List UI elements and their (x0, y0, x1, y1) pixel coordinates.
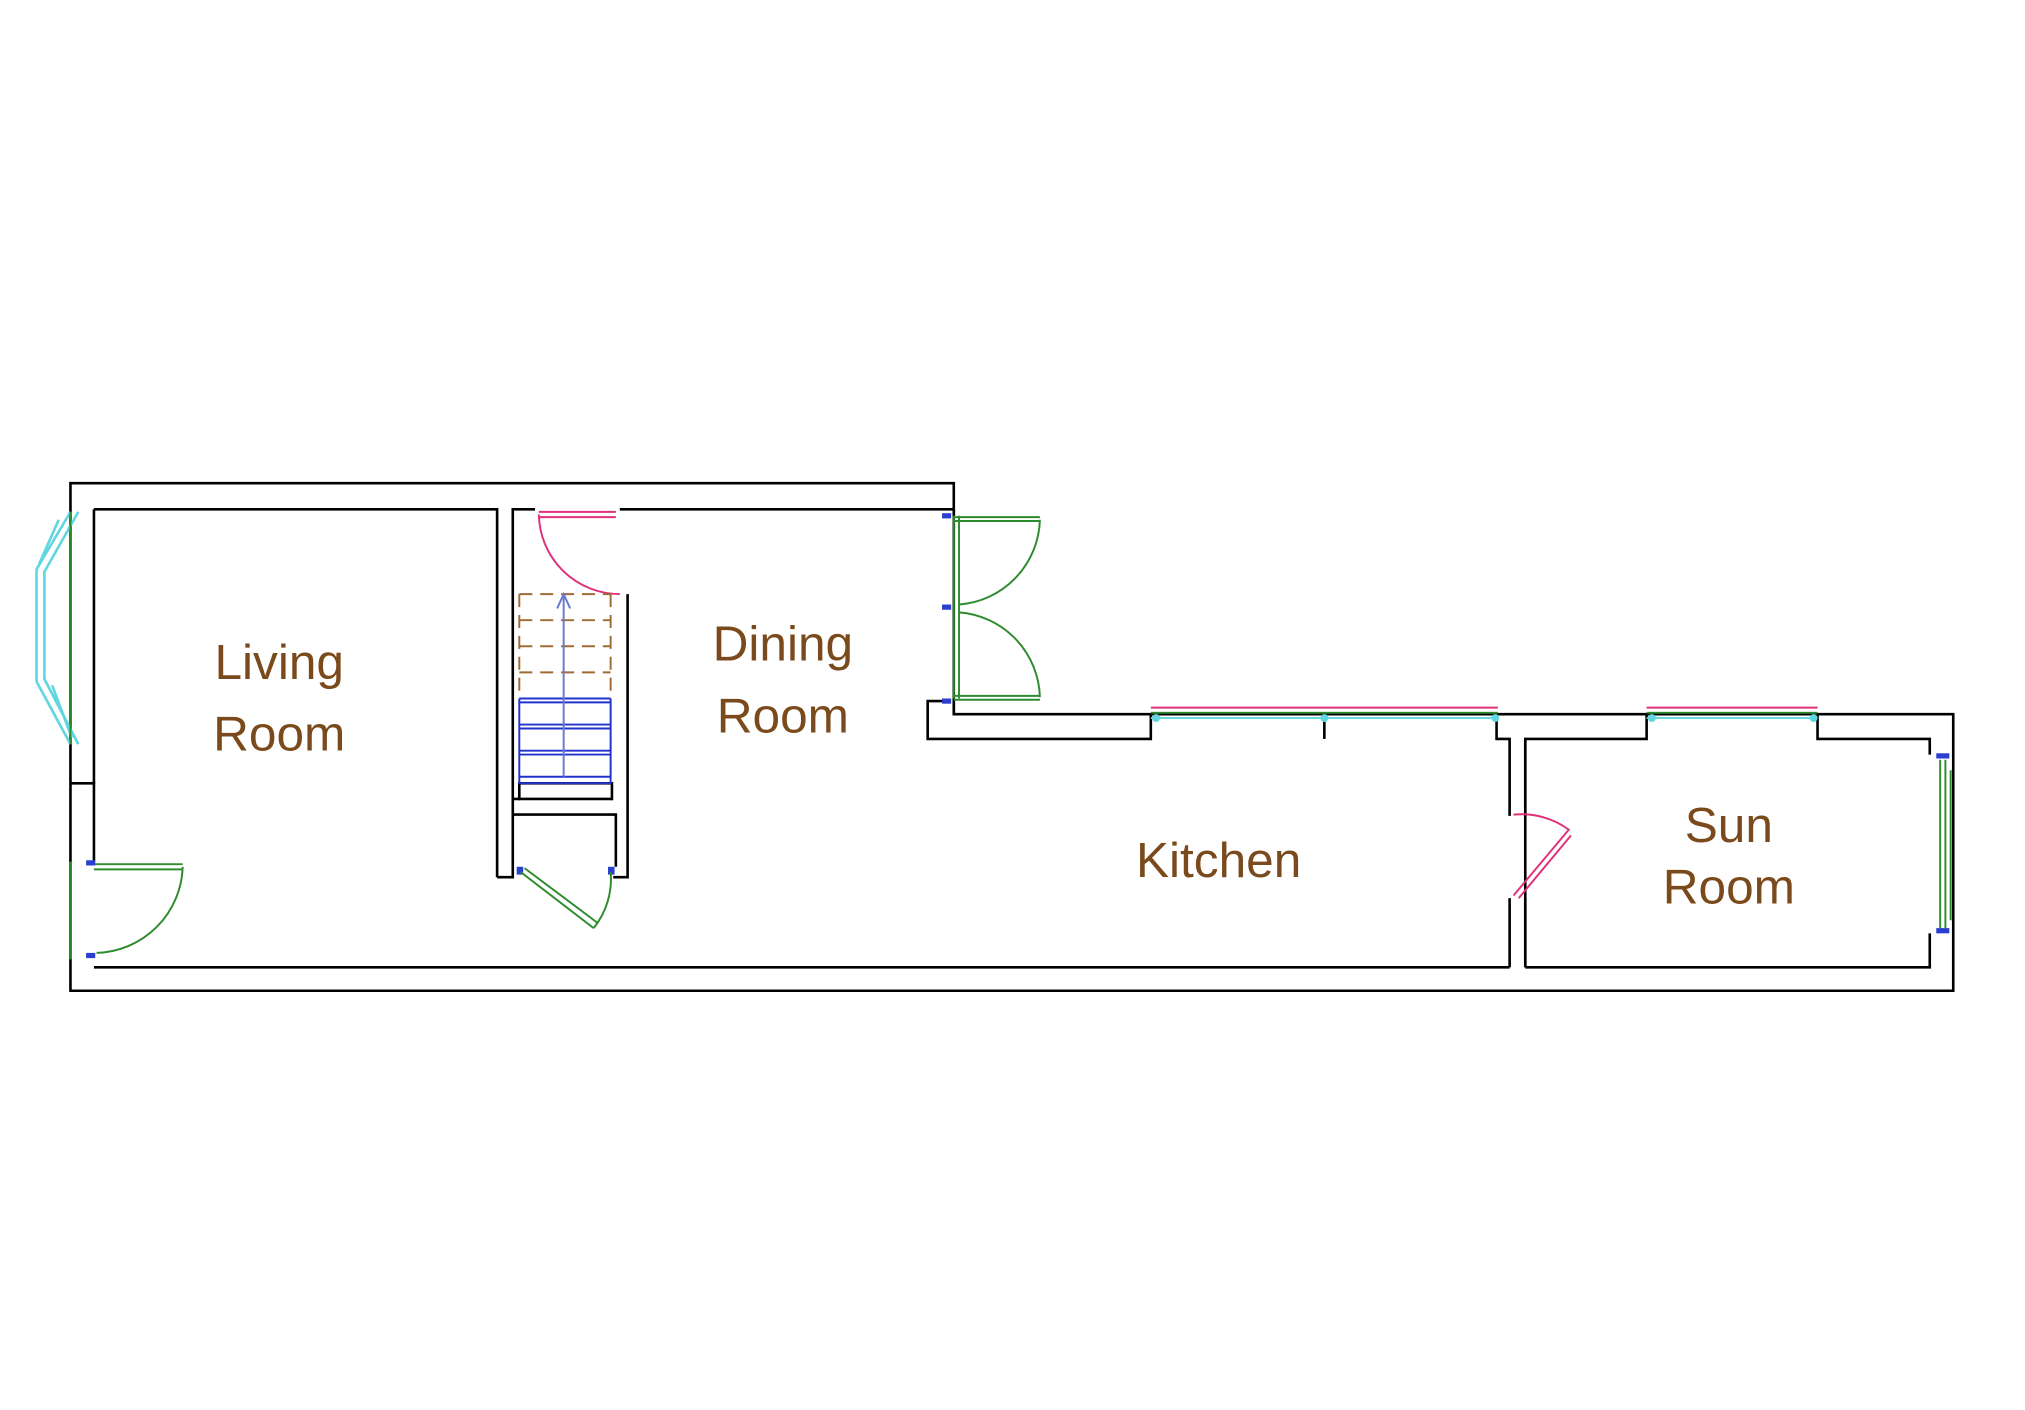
sun-room-window (1646, 706, 1818, 720)
cupboard-door (520, 867, 612, 929)
sun-room-label-1: Sun (1685, 797, 1773, 853)
dining-room-label-1: Dining (713, 616, 854, 672)
living-room-label-1: Living (214, 634, 344, 690)
outer-walls (69, 481, 1955, 993)
kitchen-label: Kitchen (1136, 832, 1301, 888)
bay-window (35, 511, 80, 745)
sun-room-label-2: Room (1663, 858, 1795, 914)
staircase (518, 591, 612, 785)
dining-internal-door (537, 510, 620, 596)
dining-room-label-2: Room (717, 687, 849, 743)
living-room-label-2: Room (213, 706, 345, 762)
kitchen-sunroom-door (1512, 813, 1572, 899)
front-door (69, 861, 184, 960)
door-jambs (86, 513, 1950, 959)
inner-walls (70, 507, 1932, 969)
french-doors (952, 515, 1041, 701)
sun-room-door (1939, 759, 1952, 929)
sun-room-window-mullions (1647, 714, 1818, 722)
kitchen-window-mullions (1152, 714, 1500, 722)
